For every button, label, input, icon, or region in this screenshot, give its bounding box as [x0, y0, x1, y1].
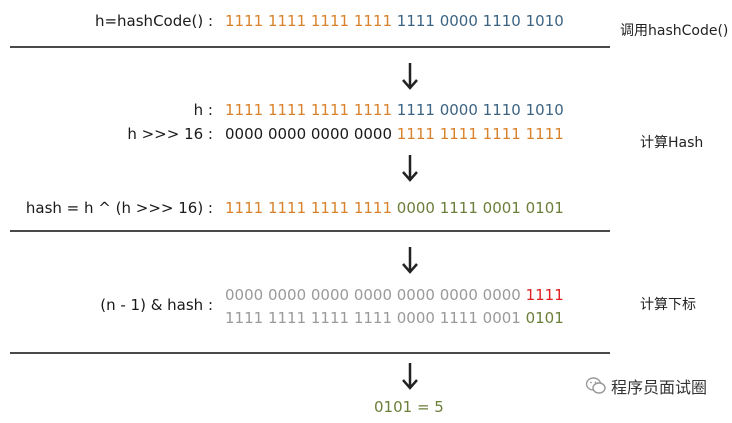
bit-group: 1111 1111 1111 1111 — [396, 125, 564, 143]
bit-group: 1111 0000 1110 1010 — [396, 101, 564, 119]
call-hashcode-caption: 调用hashCode() — [620, 23, 729, 39]
hash-xor-bits: 1111 1111 1111 1111 0000 1111 0001 0101 — [225, 199, 564, 217]
bit-group: 0101 — [525, 309, 564, 327]
h-shift-bits: 0000 0000 0000 0000 1111 1111 1111 1111 — [225, 125, 564, 143]
separator-2 — [10, 230, 610, 232]
hash-bits-gray: 1111 1111 1111 1111 0000 1111 0001 0101 — [225, 309, 564, 327]
h-shift-label: h >>> 16 : — [127, 125, 213, 143]
bit-group: 1111 1111 1111 1111 — [225, 199, 397, 217]
bit-group: 1111 1111 1111 1111 0000 1111 0001 — [225, 309, 526, 327]
wechat-icon — [585, 377, 606, 394]
down-arrow-icon — [402, 247, 418, 274]
compute-hash-caption: 计算Hash — [640, 135, 704, 151]
bit-group: 0000 1111 0001 0101 — [396, 199, 564, 217]
separator-3 — [10, 352, 610, 354]
hashcode-bits: 1111 1111 1111 1111 1111 0000 1110 1010 — [225, 12, 564, 30]
compute-index-caption: 计算下标 — [640, 297, 696, 313]
bit-group: 1111 0000 1110 1010 — [396, 12, 564, 30]
bit-group: 0000 0000 0000 0000 0000 0000 0000 — [225, 286, 526, 304]
h-label: h : — [193, 101, 213, 119]
bit-group: 1111 — [525, 286, 564, 304]
down-arrow-icon — [402, 63, 418, 90]
bit-group: 0000 0000 0000 0000 — [225, 125, 397, 143]
hash-xor-label: hash = h ^ (h >>> 16) : — [25, 199, 213, 217]
result-value: 0101 = 5 — [374, 398, 444, 416]
h-bits: 1111 1111 1111 1111 1111 0000 1110 1010 — [225, 101, 564, 119]
bit-group: 1111 1111 1111 1111 — [225, 101, 397, 119]
watermark: 程序员面试圈 — [585, 374, 707, 398]
down-arrow-icon — [402, 155, 418, 182]
index-label: (n - 1) & hash : — [100, 296, 213, 314]
n-minus-1-bits: 0000 0000 0000 0000 0000 0000 0000 1111 — [225, 286, 564, 304]
watermark-text: 程序员面试圈 — [611, 378, 708, 397]
bit-group: 1111 1111 1111 1111 — [225, 12, 397, 30]
hashcode-label: h=hashCode() : — [94, 12, 213, 30]
down-arrow-icon — [402, 363, 418, 390]
separator-1 — [10, 46, 610, 48]
